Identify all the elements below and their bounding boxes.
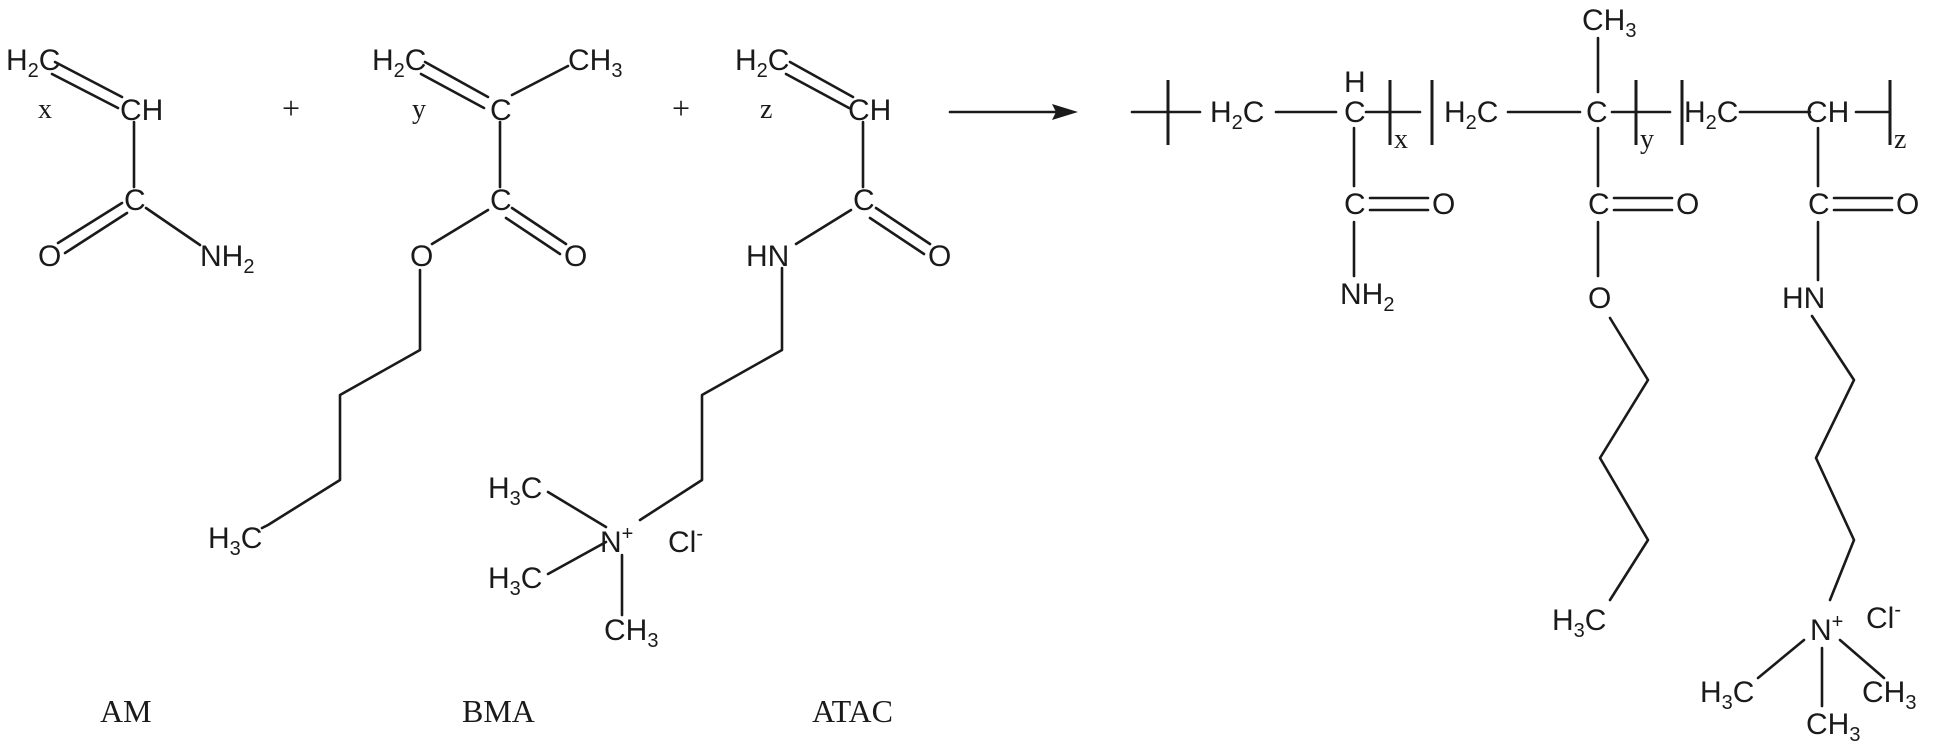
bma-ester-o: O	[410, 240, 433, 273]
product-bma-ch3: CH3	[1582, 4, 1636, 42]
product-bma-carbonyl-o: O	[1676, 188, 1699, 221]
product-am-h2c: H2C	[1210, 96, 1264, 134]
atac-methyl-b: H3C	[488, 562, 542, 600]
product-am-carbonyl-c: C	[1344, 188, 1366, 221]
am-vinyl-double-bond-b	[50, 72, 120, 110]
am-monomer: H2C x CH C O NH2 AM	[6, 44, 254, 729]
atac-n-plus: N+	[600, 523, 633, 559]
product-atac-carbonyl-c: C	[1808, 188, 1830, 221]
atac-bond-c-n	[794, 208, 853, 246]
atac-monomer: H2C z CH C O HN N+ Cl- H3C H3C CH3 ATAC	[488, 44, 951, 729]
atac-propyl-chain	[638, 266, 784, 522]
product-bma-ester-o: O	[1588, 282, 1611, 315]
atac-methyl-c: CH3	[604, 614, 658, 652]
atac-carbonyl-c: C	[853, 184, 875, 217]
product-bma-c: C	[1586, 96, 1608, 129]
bma-vinyl-double-bond-b	[419, 72, 486, 110]
product-bma-h2c: H2C	[1444, 96, 1498, 134]
plus-sign-2: +	[672, 90, 690, 126]
atac-coefficient-z: z	[760, 94, 772, 125]
am-coefficient-x: x	[38, 94, 52, 125]
bma-vinyl-double-bond-a	[423, 60, 490, 99]
bma-vinyl-h2c: H2C	[372, 44, 426, 82]
atac-vinyl-h2c: H2C	[735, 44, 789, 82]
atac-carbonyl-bond-a	[874, 206, 932, 246]
am-carbonyl-c: C	[124, 184, 146, 217]
product-bma-h3c: H3C	[1552, 604, 1606, 642]
bma-butyl-chain	[260, 268, 422, 530]
atac-methyl-a: H3C	[488, 472, 542, 510]
atac-cl-minus: Cl-	[668, 523, 703, 559]
bma-h3c: H3C	[208, 522, 262, 560]
product-am-c: C	[1344, 96, 1366, 129]
product-atac-methyl-c: CH3	[1806, 708, 1860, 744]
bma-carbonyl-bond-a	[510, 206, 568, 246]
reaction-arrow	[948, 104, 1078, 120]
am-carbonyl-o: O	[38, 240, 61, 273]
product-atac-n-plus: N+	[1810, 611, 1843, 647]
bma-carbonyl-bond-b	[504, 216, 562, 256]
am-ch: CH	[120, 94, 163, 127]
bma-coefficient-y: y	[412, 94, 426, 125]
atac-caption: ATAC	[812, 693, 893, 729]
copolymer-product: H2C H C x C O NH2 H2C CH3 C y C O O H3C	[1130, 4, 1919, 744]
atac-ch: CH	[848, 94, 891, 127]
product-atac-cl-minus: Cl-	[1866, 599, 1901, 635]
bma-carbonyl-o: O	[564, 240, 587, 273]
product-atac-bond-n-methyl-b	[1838, 638, 1886, 680]
product-bma-index-y: y	[1640, 124, 1654, 155]
product-am-h: H	[1344, 66, 1366, 99]
bma-bond-ccarbonyl-oester	[430, 208, 490, 246]
bma-monomer: H2C y C CH3 C O O H3C BMA	[208, 44, 622, 729]
product-atac-o: O	[1896, 188, 1919, 221]
product-am-o: O	[1432, 188, 1455, 221]
product-atac-hn: HN	[1782, 282, 1825, 315]
product-atac-h2c: H2C	[1684, 96, 1738, 134]
atac-carbonyl-o: O	[928, 240, 951, 273]
am-caption: AM	[100, 693, 152, 729]
product-am-nh2: NH2	[1340, 278, 1394, 316]
am-vinyl-double-bond-a	[53, 60, 124, 99]
bma-bond-c-ch3	[510, 64, 570, 97]
bma-carbonyl-c: C	[490, 184, 512, 217]
product-atac-ch: CH	[1806, 96, 1849, 129]
plus-sign-1: +	[282, 90, 300, 126]
product-atac-methyl-a: H3C	[1700, 676, 1754, 714]
am-carbonyl-bond-a	[56, 201, 124, 245]
product-atac-propyl-chain	[1810, 314, 1856, 602]
am-nh2: NH2	[200, 240, 254, 278]
product-bma-butyl-chain	[1598, 316, 1650, 602]
bma-caption: BMA	[462, 693, 535, 729]
product-atac-bond-n-methyl-a	[1756, 638, 1806, 680]
product-am-index-x: x	[1394, 124, 1408, 155]
atac-bond-n-methyl-a	[546, 490, 608, 529]
atac-bond-n-methyl-b	[546, 540, 608, 576]
bma-alpha-c: C	[490, 94, 512, 127]
atac-carbonyl-bond-b	[868, 216, 926, 256]
product-atac-methyl-b: CH3	[1862, 676, 1916, 714]
product-bma-carbonyl-c: C	[1588, 188, 1610, 221]
am-carbonyl-bond-b	[63, 211, 129, 255]
product-atac-index-z: z	[1894, 124, 1906, 155]
bma-ch3: CH3	[568, 44, 622, 82]
arrow-head	[1052, 104, 1078, 120]
am-vinyl-h2c: H2C	[6, 44, 60, 82]
am-bond-c-n	[144, 206, 202, 247]
atac-hn: HN	[746, 240, 789, 273]
atac-vinyl-double-bond-b	[784, 72, 851, 110]
atac-vinyl-double-bond-a	[788, 60, 855, 99]
